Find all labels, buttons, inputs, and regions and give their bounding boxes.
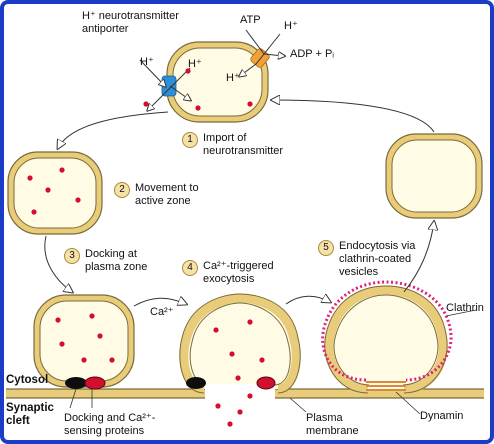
neurotransmitter-dots-v3 (55, 313, 115, 363)
arrow-movement-to-docking (44, 235, 72, 292)
clathrin-label: Clathrin (446, 302, 484, 314)
cytosol-label: Cytosol (6, 374, 49, 386)
step-4-text: Ca²⁺-triggered exocytosis (203, 260, 274, 285)
h-ion-label-right: H⁺ (284, 20, 298, 32)
dynamin-ring (366, 381, 406, 391)
step-5: 5 Endocytosis via clathrin-coated vesicl… (318, 240, 415, 279)
arrow-import-to-movement (58, 111, 169, 148)
step-2-text: Movement to active zone (135, 182, 199, 207)
docking-protein-red-2 (256, 376, 276, 390)
step-4-number: 4 (182, 260, 198, 276)
neurotransmitter-dots-v1 (143, 68, 253, 111)
arrow-endocytosis-to-vesicle (403, 222, 434, 293)
step-5-text: Endocytosis via clathrin-coated vesicles (339, 240, 416, 278)
vesicle-import (166, 41, 269, 123)
arrow-exocytosis-to-endocytosis (285, 296, 330, 305)
neurotransmitter-dots-v4 (213, 319, 265, 427)
arrow-vesicle-to-import (272, 100, 435, 133)
antiporter-label: H⁺ neurotransmitter antiporter (82, 10, 179, 35)
arrow-docking-to-exocytosis (133, 298, 186, 307)
step-1: 1 Import of neurotransmitter (182, 132, 283, 158)
atpase-pump (240, 29, 284, 76)
step-2-number: 2 (114, 182, 130, 198)
plasma-membrane-leader (289, 397, 307, 413)
clathrin-leader (445, 309, 477, 317)
neurotransmitter-dots-v2 (27, 167, 81, 215)
docking-protein-black-2 (186, 377, 206, 389)
step-1-text: Import of neurotransmitter (203, 132, 284, 157)
vesicle-exocytosis (179, 293, 301, 402)
calcium-label: Ca²⁺ (150, 306, 174, 318)
step-4: 4 Ca²⁺-triggered exocytosis (182, 260, 274, 286)
docking-protein-black-1 (65, 377, 87, 389)
step-1-number: 1 (182, 132, 198, 148)
docking-protein-red-1 (84, 376, 106, 390)
step-2: 2 Movement to active zone (114, 182, 199, 208)
step-3: 3 Docking at plasma zone (64, 248, 147, 274)
clathrin-coated-pit (321, 280, 453, 394)
vesicle-endocytosed (385, 133, 483, 219)
h-ion-label-inside-2: H⁺ (226, 72, 240, 84)
docking-leader-1 (69, 388, 77, 409)
plasma-membrane-label: Plasma membrane (306, 412, 359, 437)
step-3-number: 3 (64, 248, 80, 264)
step-3-text: Docking at plasma zone (85, 248, 148, 273)
adp-label: ADP + Pᵢ (290, 48, 335, 60)
vesicle-movement (7, 151, 103, 235)
synaptic-cleft-label: Synaptic cleft (6, 402, 54, 427)
step-5-number: 5 (318, 240, 334, 256)
docking-proteins-label: Docking and Ca²⁺- sensing proteins (64, 412, 156, 437)
dynamin-leader (395, 391, 421, 415)
dynamin-label: Dynamin (420, 410, 464, 422)
atp-label: ATP (240, 14, 261, 26)
h-ion-label-inside-1: H⁺ (188, 58, 202, 70)
antiporter-protein (139, 59, 190, 110)
h-ion-label-left: H⁺ (140, 56, 154, 68)
